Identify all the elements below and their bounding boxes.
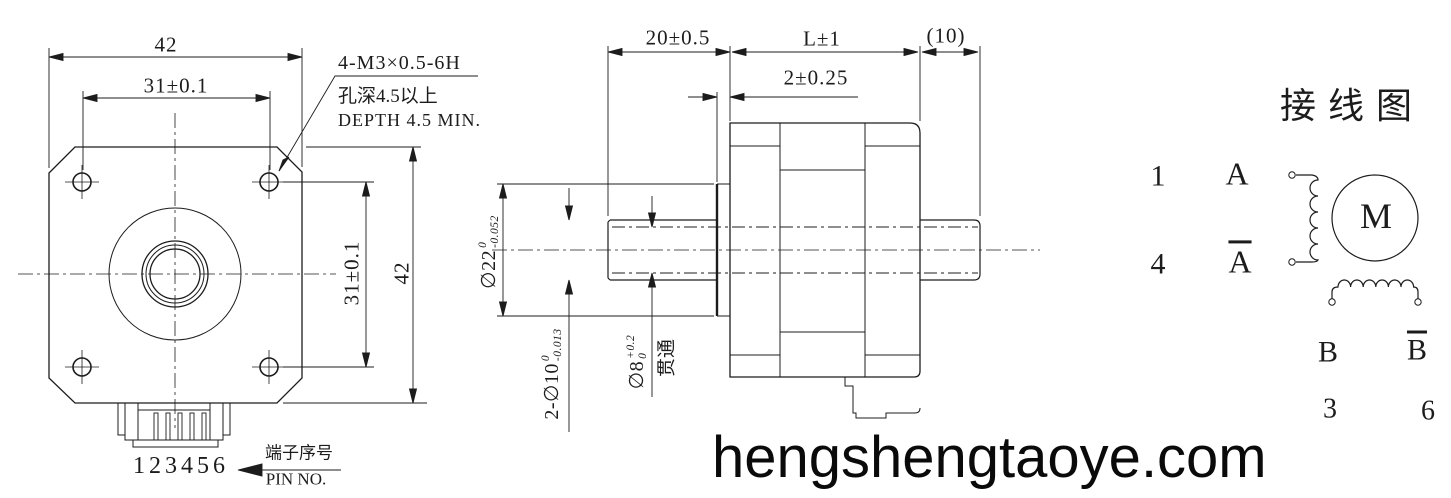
pin-note-pointer bbox=[237, 463, 341, 477]
front-view-centerlines bbox=[18, 113, 336, 428]
phase-a-label: A bbox=[1225, 155, 1249, 192]
phase-b-bar-label: B bbox=[1406, 333, 1428, 367]
front-view-drawing bbox=[18, 48, 478, 477]
dim-dia10-lines bbox=[564, 188, 574, 432]
hole-centermarks bbox=[65, 165, 286, 384]
dim-dia22-label: ∅22 0 -0.052 bbox=[477, 215, 501, 289]
dim-dia22-lines bbox=[497, 183, 714, 317]
dia8-tol-upper: +0.2 bbox=[624, 334, 637, 359]
mounting-holes bbox=[72, 172, 279, 377]
thread-note-line2: 孔深4.5以上 bbox=[338, 86, 438, 107]
terminal-pin6 bbox=[1414, 298, 1422, 306]
wiring-diagram-drawing bbox=[1288, 171, 1422, 306]
dim-42-top-label: 42 bbox=[154, 32, 178, 57]
dia10-tol-upper: 0 bbox=[539, 354, 552, 362]
side-view-drawing bbox=[492, 46, 1040, 432]
pin1-label: 1 bbox=[1150, 159, 1166, 193]
motor-symbol-label: M bbox=[1359, 196, 1393, 237]
motor-symbol-circle bbox=[1331, 174, 1419, 262]
dim-L-lines bbox=[731, 47, 919, 57]
pin-note-en-label: PIN NO. bbox=[265, 469, 327, 489]
coil-phase-b bbox=[1331, 279, 1419, 299]
pin-note-cn-label: 端子序号 bbox=[265, 443, 333, 463]
dim-2-lines bbox=[688, 92, 858, 102]
bore-through-label: 贯通 bbox=[656, 338, 678, 378]
wiring-diagram-title: 接线图 bbox=[1279, 86, 1425, 127]
pin6-label: 6 bbox=[1421, 395, 1435, 427]
dia22-tol-upper: 0 bbox=[476, 241, 489, 248]
phase-b-label: B bbox=[1317, 335, 1339, 369]
dim-42-right-label: 42 bbox=[389, 261, 414, 285]
dim-rear-shaft-label: (10) bbox=[926, 23, 966, 48]
dia10-tol-lower: -0.013 bbox=[552, 328, 564, 362]
dia8-value: ∅8 bbox=[626, 360, 648, 390]
dim-42-top-lines bbox=[48, 48, 303, 168]
pin3-label: 3 bbox=[1323, 393, 1337, 425]
pilot-boss bbox=[715, 183, 730, 317]
side-connector bbox=[844, 377, 921, 419]
coil-phase-a bbox=[1296, 174, 1319, 263]
dia8-tol-lower: 0 bbox=[637, 352, 649, 359]
dim-20-label: 20±0.5 bbox=[645, 25, 711, 50]
phase-a-bar-label: A bbox=[1228, 243, 1252, 280]
motor-body-outline bbox=[729, 122, 921, 378]
bore-hidden-lines bbox=[612, 226, 978, 274]
watermark-text: hengshengtaoye.com bbox=[712, 425, 1267, 490]
dia10-value: 2-∅10 bbox=[541, 363, 563, 420]
pin4-label: 4 bbox=[1150, 247, 1166, 281]
dim-31-right-label: 31±0.1 bbox=[339, 240, 364, 306]
dim-dia8-lines bbox=[647, 196, 657, 397]
dim-20-lines bbox=[607, 47, 731, 57]
dim-boss-depth-label: 2±0.25 bbox=[783, 65, 849, 90]
pin-numbers-label: 123456 bbox=[133, 452, 229, 479]
dim-L-label: L±1 bbox=[803, 26, 841, 51]
thread-note-line3: DEPTH 4.5 MIN. bbox=[338, 110, 481, 130]
dim-dia8-label: ∅8 +0.2 0 bbox=[625, 335, 649, 390]
side-extension-lines bbox=[607, 46, 981, 216]
dim-dia10-label: 2-∅10 0 -0.013 bbox=[540, 328, 564, 419]
dim-31-top-lines bbox=[82, 91, 271, 170]
connector-pins bbox=[153, 412, 207, 441]
thread-note-leader bbox=[278, 75, 478, 172]
motor-face-outline bbox=[48, 146, 303, 404]
terminal-pin1 bbox=[1288, 171, 1296, 179]
dia22-value: ∅22 bbox=[478, 249, 500, 289]
dim-42-right-lines bbox=[283, 146, 427, 404]
dim-10-lines bbox=[921, 47, 979, 57]
thread-note-line1: 4-M3×0.5-6H bbox=[338, 52, 461, 74]
dim-31-right-lines bbox=[283, 181, 374, 368]
terminal-pin3 bbox=[1328, 298, 1336, 306]
front-connector bbox=[117, 403, 231, 448]
dim-31-top-label: 31±0.1 bbox=[143, 73, 209, 98]
dia22-tol-lower: -0.052 bbox=[489, 215, 501, 248]
terminal-pin4 bbox=[1288, 258, 1296, 266]
